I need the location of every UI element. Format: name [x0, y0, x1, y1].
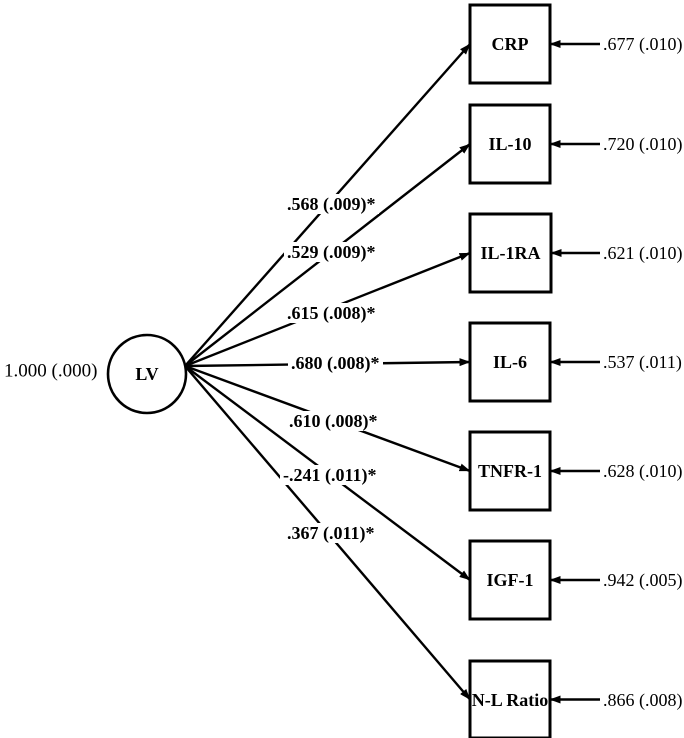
- indicator-label-il-6: IL-6: [492, 352, 528, 372]
- indicator-box-1: [468, 103, 552, 185]
- loading-label-0: .568 (.009)*: [284, 194, 379, 214]
- indicator-box-5: [468, 539, 552, 621]
- loading-label-1: .529 (.009)*: [284, 242, 379, 262]
- indicator-label-tnfr-1: TNFR-1: [478, 461, 542, 481]
- indicator-box-0: [468, 3, 552, 85]
- residual-label-6: .866 (.008): [603, 689, 683, 710]
- indicator-boxes-group: [468, 3, 553, 738]
- residual-arrows-group: [549, 40, 600, 704]
- residual-label-4: .628 (.010): [603, 461, 683, 481]
- latent-variable-label: LV: [135, 364, 159, 384]
- residual-label-3: .537 (.011): [603, 352, 682, 372]
- latent-variance-label: 1.000 (.000): [4, 360, 98, 382]
- residual-label-2: .621 (.010): [603, 243, 683, 263]
- residual-label-0: .677 (.010): [603, 34, 683, 54]
- indicator-label-n-l-ratio: N-L Ratio: [471, 689, 549, 710]
- residual-label-1: .720 (.010): [603, 134, 683, 154]
- indicator-label-il-1ra: IL-1RA: [480, 243, 541, 263]
- indicator-box-3: [468, 321, 552, 403]
- loading-label-5: -.241 (.011)*: [280, 465, 380, 485]
- residual-label-5: .942 (.005): [603, 570, 683, 590]
- indicator-box-2: [468, 212, 553, 294]
- loading-label-4: .610 (.008)*: [286, 411, 381, 431]
- loading-label-2: .615 (.008)*: [284, 303, 379, 323]
- indicator-box-4: [468, 430, 552, 512]
- indicator-label-crp: CRP: [491, 34, 529, 54]
- indicator-label-igf-1: IGF-1: [486, 570, 534, 590]
- indicator-label-il-10: IL-10: [488, 134, 532, 154]
- latent-variable-circle: [106, 333, 188, 415]
- loading-label-6: .367 (.011)*: [284, 523, 378, 543]
- loading-label-3: .680 (.008)*: [288, 353, 383, 373]
